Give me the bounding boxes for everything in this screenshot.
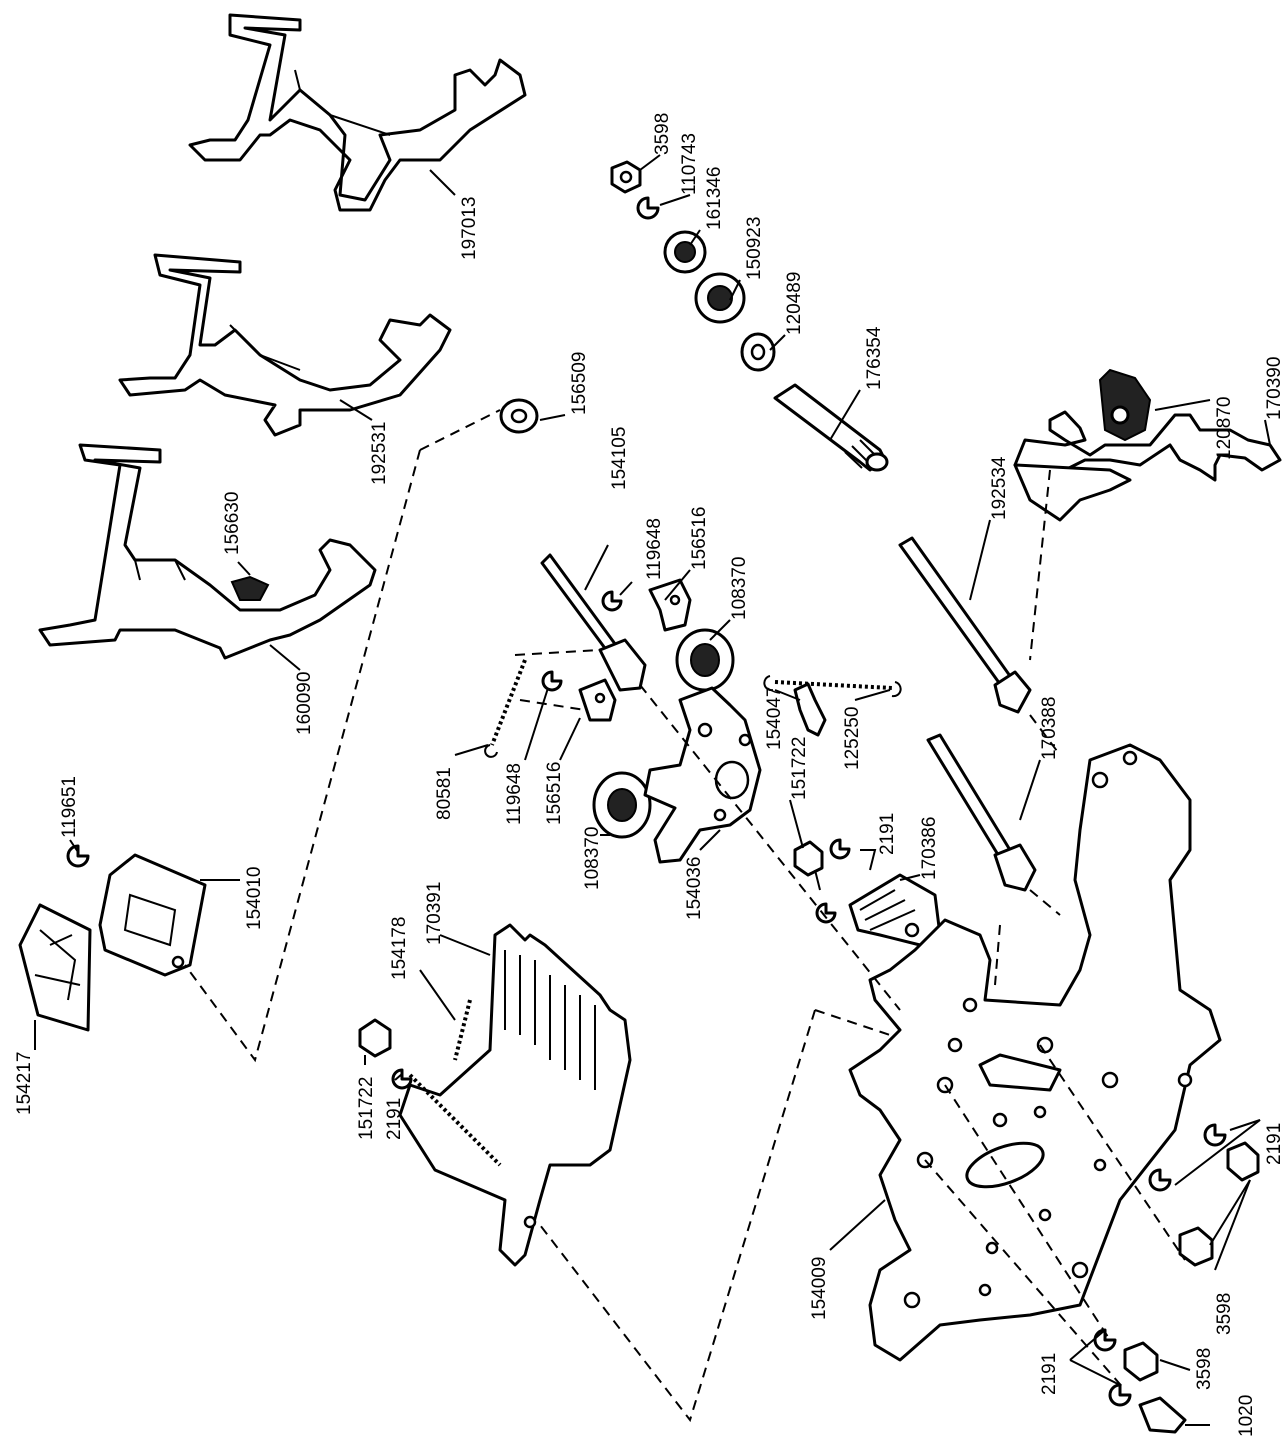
part-labels: 197013 192531 160090 156630 3598 110743 … [14,113,1285,1437]
label-120489: 120489 [784,272,805,335]
label-2191-b: 2191 [384,1098,405,1140]
e-ring-2191-b [391,1068,413,1090]
gear-108370-b [592,771,652,839]
label-2191-a: 2191 [877,813,898,855]
bracket-192531 [118,253,452,437]
bracket-170390 [1013,410,1282,522]
gear-150923 [694,272,746,324]
latch-156516-b [578,678,617,722]
label-80581: 80581 [434,767,455,820]
label-119648-a: 119648 [644,518,665,580]
label-119648-b: 119648 [504,763,525,825]
label-156516-b: 156516 [544,762,565,825]
label-170386: 170386 [919,817,940,880]
stud-170388 [926,733,1037,892]
shaft-192534 [898,536,1032,714]
gear-120870 [1098,368,1152,442]
plate-154010 [98,853,207,977]
pad-154217 [18,903,92,1032]
assembly-lines [184,409,1186,1423]
label-156509: 156509 [569,352,590,415]
e-ring-119648-b [541,670,563,692]
label-156630: 156630 [222,492,243,555]
shaft-154105 [540,553,647,692]
label-154009: 154009 [809,1257,830,1320]
label-154010: 154010 [244,867,265,930]
label-120870: 120870 [1214,397,1235,460]
block-170386 [848,873,942,947]
spring-125250 [763,675,902,698]
washer-156509 [499,398,539,434]
label-3598-c: 3598 [1194,1348,1215,1390]
e-ring-119648-a [601,590,623,612]
label-160090: 160090 [294,672,315,735]
label-176354: 176354 [864,326,885,390]
stud-154047 [793,682,827,737]
label-150923: 150923 [744,217,765,280]
spring-154178 [453,999,472,1061]
label-108370-a: 108370 [729,557,750,620]
spring-80581 [484,659,527,758]
stud-151722-a [793,840,824,891]
label-3598-b: 3598 [1214,1293,1235,1335]
screw-1020 [1138,1396,1187,1434]
label-154047: 154047 [764,687,785,750]
gear-161346 [663,230,707,274]
comb-170391 [398,923,632,1267]
e-ring-2191-a [815,838,851,924]
stud-151722-b [358,1018,392,1058]
label-2191-c: 2191 [1264,1123,1285,1165]
label-156516-a: 156516 [689,507,710,570]
nut-3598-c [1123,1341,1159,1382]
label-192534: 192534 [989,456,1010,520]
label-154217: 154217 [14,1052,35,1115]
bracket-154036 [643,686,762,864]
label-110743: 110743 [679,133,700,195]
leader-lines [34,154,1271,1426]
nut-3598-b [1178,1141,1260,1267]
gear-108370-a [675,628,735,692]
label-161346: 161346 [704,167,725,230]
label-119651: 119651 [59,776,80,838]
label-125250: 125250 [842,707,863,770]
label-2191-d: 2191 [1039,1353,1060,1395]
e-ring-119651 [66,844,90,868]
shaft-176354 [773,383,889,472]
e-ring-2191-c [1148,1123,1227,1192]
bracket-197013 [188,13,527,212]
label-170388: 170388 [1039,697,1060,760]
label-151722-b: 151722 [356,1077,377,1140]
e-ring-110743 [636,196,660,220]
bracket-160090 [38,443,377,660]
label-170390: 170390 [1264,357,1285,420]
e-ring-2191-d [1093,1328,1132,1407]
label-154178: 154178 [389,917,410,980]
label-151722-a: 151722 [789,737,810,800]
washer-120489 [740,332,776,372]
label-154036: 154036 [684,857,705,920]
main-plate-154009 [848,743,1222,1362]
label-170391: 170391 [424,882,445,945]
label-197013: 197013 [459,197,480,260]
label-1020: 1020 [1236,1395,1257,1437]
label-108370-b: 108370 [582,827,603,890]
latch-156516-a [648,578,692,632]
label-154105: 154105 [609,427,630,490]
label-192531: 192531 [369,422,390,485]
label-3598-top: 3598 [652,113,673,155]
nut-3598-top [610,160,642,194]
spring-clip-156630 [230,575,270,601]
